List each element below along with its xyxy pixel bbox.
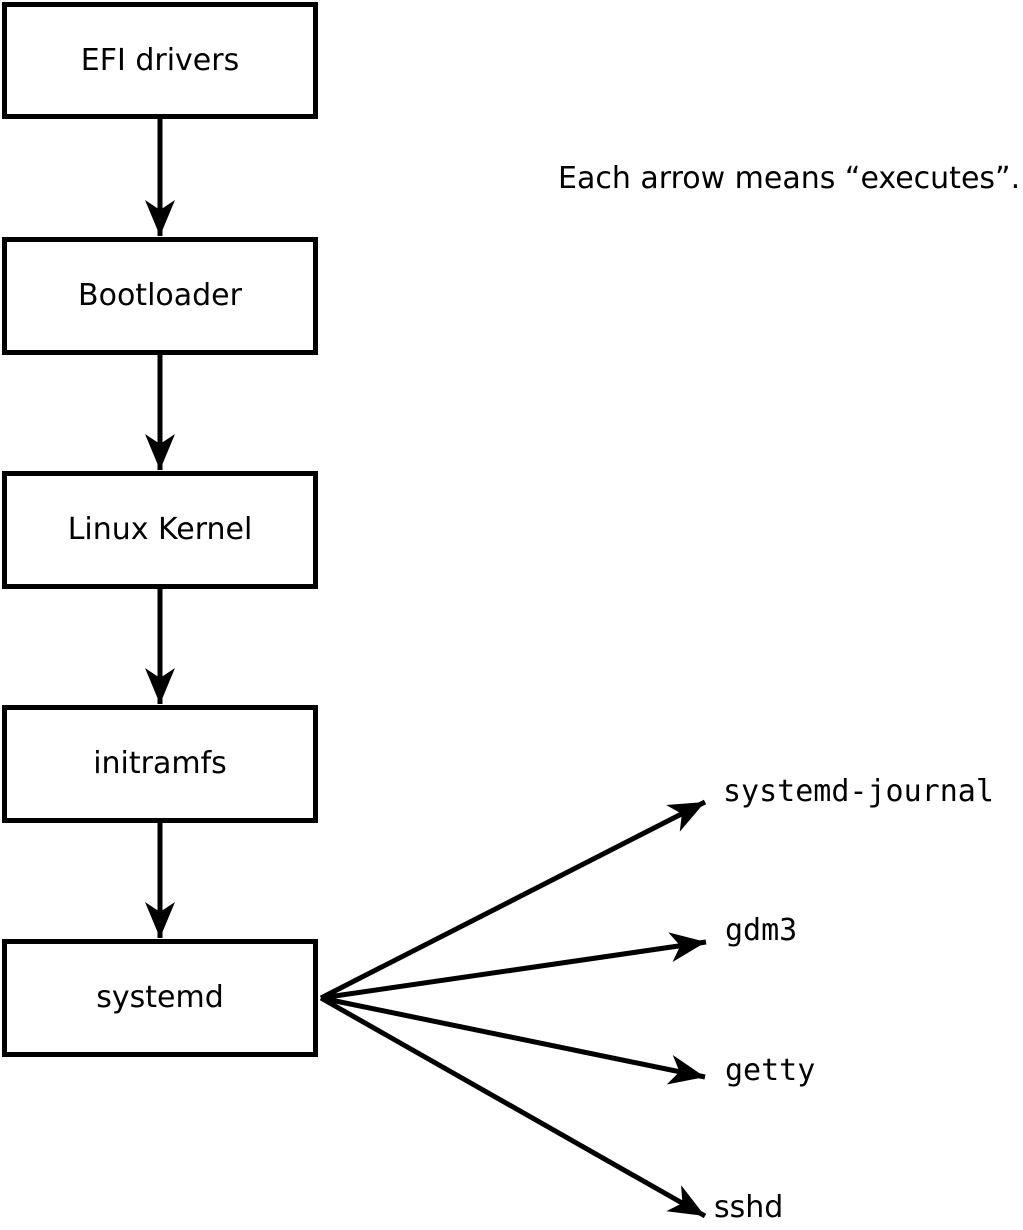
flow-box-bootloader: Bootloader bbox=[2, 237, 318, 355]
target-label-systemd-journal: systemd-journal bbox=[723, 774, 994, 809]
target-label-getty: getty bbox=[725, 1053, 816, 1088]
executes-arrow-systemd-to-sshd bbox=[319, 995, 707, 1219]
flow-box-efi-drivers: EFI drivers bbox=[2, 2, 318, 119]
target-label-sshd: sshd bbox=[714, 1190, 784, 1225]
target-label-gdm3: gdm3 bbox=[725, 913, 798, 948]
executes-arrow-systemd-to-getty bbox=[320, 995, 706, 1085]
flow-box-systemd: systemd bbox=[2, 939, 318, 1057]
executes-arrow-systemd-to-gdm3 bbox=[320, 932, 707, 1001]
flow-box-label: initramfs bbox=[93, 746, 227, 781]
flow-box-label: Linux Kernel bbox=[67, 512, 253, 547]
flow-box-linux-kernel: Linux Kernel bbox=[2, 471, 318, 589]
flow-box-label: EFI drivers bbox=[80, 42, 240, 78]
flow-box-label: systemd bbox=[96, 980, 224, 1015]
flow-box-label: Bootloader bbox=[78, 278, 242, 313]
flow-box-initramfs: initramfs bbox=[2, 705, 318, 823]
executes-arrow-systemd-to-journal bbox=[319, 799, 707, 1001]
arrow-legend-text: Each arrow means “executes”. bbox=[558, 161, 1021, 196]
